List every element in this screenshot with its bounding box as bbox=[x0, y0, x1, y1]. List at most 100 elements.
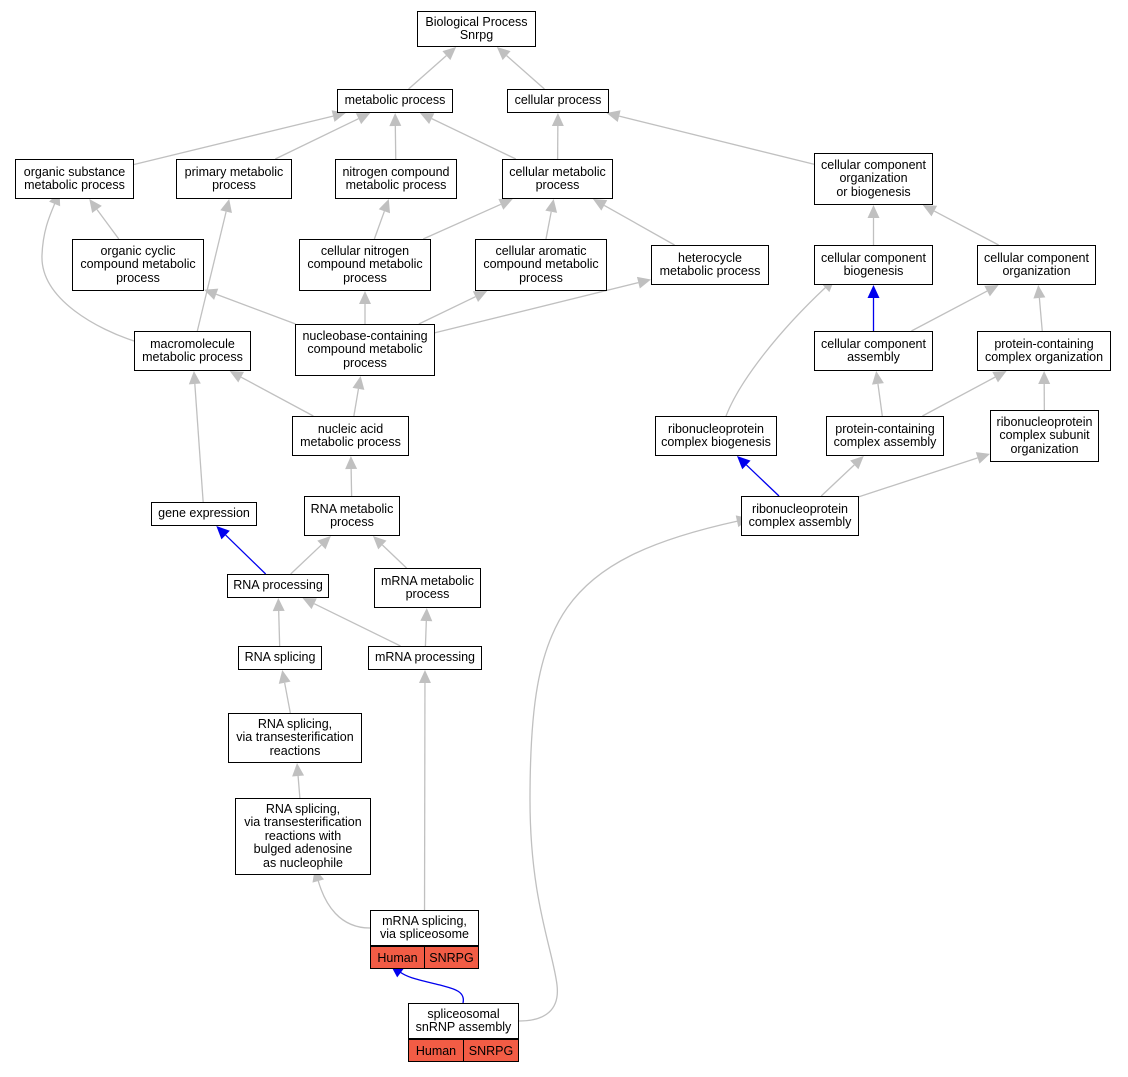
node-organic-substance-metabolic-process[interactable]: organic substance metabolic process bbox=[15, 159, 134, 199]
node-rna-splicing-bulged-adenosine[interactable]: RNA splicing, via transesterification re… bbox=[235, 798, 371, 875]
edge-arrowhead bbox=[89, 199, 102, 213]
node-cellular-component-organization[interactable]: cellular component organization bbox=[977, 245, 1096, 285]
edge-cc-org-biogenesis-to-cellular bbox=[619, 116, 814, 164]
edge-arrowhead bbox=[220, 199, 232, 213]
edge-nucleic-acid-to-macromolecule bbox=[241, 377, 313, 416]
node-spliceosomal-snrnp-assembly[interactable]: spliceosomal snRNP assembly bbox=[408, 1003, 519, 1039]
edge-arrowhead bbox=[345, 456, 357, 469]
edge-arrowhead bbox=[872, 371, 884, 385]
node-mrna-processing[interactable]: mRNA processing bbox=[368, 646, 482, 670]
edge-arrowhead bbox=[868, 285, 880, 298]
edge-cellular-aromatic-to-cellular-metabolic bbox=[546, 212, 551, 239]
node-cellular-nitrogen-compound-metabolic-process[interactable]: cellular nitrogen compound metabolic pro… bbox=[299, 239, 431, 291]
edge-protein-complex-assembly-to-protein-complex-org bbox=[922, 377, 995, 416]
edge-arrowhead bbox=[353, 376, 365, 390]
node-nucleobase-containing-compound-metabolic-process[interactable]: nucleobase-containing compound metabolic… bbox=[295, 324, 435, 376]
annotation-row-mrna-splicing: Human SNRPG bbox=[370, 946, 479, 969]
edge-arrowhead bbox=[292, 763, 304, 776]
edge-snrnp-assembly-to-mrna-splicing bbox=[400, 972, 463, 1003]
node-protein-containing-complex-assembly[interactable]: protein-containing complex assembly bbox=[826, 416, 944, 456]
node-rna-metabolic-process[interactable]: RNA metabolic process bbox=[304, 496, 400, 536]
gene-tag: SNRPG bbox=[463, 1040, 518, 1061]
species-tag: Human bbox=[371, 947, 424, 968]
node-ribonucleoprotein-complex-subunit-organization[interactable]: ribonucleoprotein complex subunit organi… bbox=[990, 410, 1099, 462]
edge-cellular-nitrogen-to-nitrogen-compound bbox=[374, 211, 384, 239]
node-ribonucleoprotein-complex-biogenesis[interactable]: ribonucleoprotein complex biogenesis bbox=[655, 416, 777, 456]
edge-cc-organization-to-cc-org-biogenesis bbox=[934, 211, 998, 245]
edge-arrowhead bbox=[419, 670, 431, 683]
node-mrna-splicing-via-spliceosome[interactable]: mRNA splicing, via spliceosome bbox=[370, 910, 479, 946]
edge-rnp-assembly-to-rnp-biogenesis bbox=[746, 465, 779, 496]
edge-organic-substance-to-metabolic bbox=[134, 116, 333, 164]
edge-nucleic-acid-to-nucleobase bbox=[354, 389, 359, 416]
edge-organic-cyclic-to-organic-substance bbox=[97, 209, 119, 239]
edge-cellular-nitrogen-to-cellular-metabolic bbox=[423, 204, 501, 239]
edge-arrowhead bbox=[1033, 285, 1045, 298]
node-ribonucleoprotein-complex-assembly[interactable]: ribonucleoprotein complex assembly bbox=[741, 496, 859, 536]
node-cellular-metabolic-process[interactable]: cellular metabolic process bbox=[502, 159, 613, 199]
node-primary-metabolic-process[interactable]: primary metabolic process bbox=[176, 159, 292, 199]
edge-cc-assembly-to-cc-organization bbox=[911, 291, 987, 331]
edge-arrowhead bbox=[273, 598, 285, 611]
node-organic-cyclic-compound-metabolic-process[interactable]: organic cyclic compound metabolic proces… bbox=[72, 239, 204, 291]
edge-protein-complex-assembly-to-cc-assembly bbox=[878, 384, 882, 416]
edge-rna-processing-to-rna-metabolic bbox=[291, 545, 322, 574]
edge-protein-complex-org-to-cc-organization bbox=[1039, 298, 1042, 331]
node-rna-splicing-via-transesterification[interactable]: RNA splicing, via transesterification re… bbox=[228, 713, 362, 763]
node-biological-process[interactable]: Biological Process Snrpg bbox=[417, 11, 536, 47]
edge-arrowhead bbox=[279, 670, 291, 684]
node-cellular-component-organization-or-biogenesis[interactable]: cellular component organization or bioge… bbox=[814, 153, 933, 205]
edge-rna-splicing-trans-to-rna-splicing bbox=[285, 683, 291, 713]
edge-mrna-splicing-to-rna-splicing-bulged bbox=[318, 880, 370, 928]
edge-rnp-assembly-to-protein-complex-assembly bbox=[821, 465, 854, 496]
node-cellular-component-biogenesis[interactable]: cellular component biogenesis bbox=[814, 245, 933, 285]
species-tag: Human bbox=[409, 1040, 463, 1061]
node-nucleic-acid-metabolic-process[interactable]: nucleic acid metabolic process bbox=[292, 416, 409, 456]
edge-mrna-metabolic-to-rna-metabolic bbox=[382, 545, 406, 568]
edge-rnp-biogenesis-to-cc-biogenesis bbox=[726, 287, 826, 416]
gene-tag: SNRPG bbox=[424, 947, 478, 968]
edge-nucleobase-to-organic-cyclic bbox=[216, 294, 295, 324]
node-heterocycle-metabolic-process[interactable]: heterocycle metabolic process bbox=[651, 245, 769, 285]
node-cellular-component-assembly[interactable]: cellular component assembly bbox=[814, 331, 933, 371]
edge-heterocycle-to-cellular-metabolic bbox=[604, 205, 674, 245]
node-macromolecule-metabolic-process[interactable]: macromolecule metabolic process bbox=[134, 331, 251, 371]
node-protein-containing-complex-organization[interactable]: protein-containing complex organization bbox=[977, 331, 1111, 371]
edge-arrowhead bbox=[189, 371, 201, 384]
edge-arrowhead bbox=[976, 452, 990, 463]
edge-arrowhead bbox=[992, 371, 1006, 382]
edge-arrowhead bbox=[637, 277, 651, 289]
edge-arrowhead bbox=[420, 608, 432, 621]
edge-mrna-processing-to-rna-processing bbox=[314, 604, 400, 646]
node-nitrogen-compound-metabolic-process[interactable]: nitrogen compound metabolic process bbox=[335, 159, 457, 199]
edge-cellular-metabolic-to-metabolic bbox=[432, 119, 516, 159]
edge-arrowhead bbox=[389, 113, 401, 126]
edge-arrowhead bbox=[1038, 371, 1050, 384]
edge-primary-metabolic-to-metabolic bbox=[275, 119, 358, 159]
node-metabolic-process[interactable]: metabolic process bbox=[337, 89, 453, 113]
edge-nucleobase-to-cellular-aromatic bbox=[419, 297, 476, 324]
edge-arrowhead bbox=[552, 113, 564, 126]
node-gene-expression[interactable]: gene expression bbox=[151, 502, 257, 526]
edge-arrowhead bbox=[230, 371, 244, 382]
edge-arrowhead bbox=[545, 199, 557, 213]
node-cellular-process[interactable]: cellular process bbox=[507, 89, 609, 113]
node-rna-processing[interactable]: RNA processing bbox=[227, 574, 329, 598]
edge-rna-metabolic-to-nucleic-acid bbox=[351, 469, 352, 496]
edge-mrna-processing-to-mrna-metabolic bbox=[425, 621, 426, 646]
edge-snrnp-assembly-to-rnp-assembly bbox=[519, 521, 738, 1021]
edge-metabolic-to-bp bbox=[409, 56, 447, 89]
edge-gene-expression-to-macromolecule bbox=[195, 384, 203, 502]
edge-arrowhead bbox=[593, 199, 607, 211]
annotation-row-snrnp-assembly: Human SNRPG bbox=[408, 1039, 519, 1062]
edge-rnp-assembly-to-rnp-subunit-org bbox=[859, 458, 978, 497]
edge-rna-splicing-to-rna-processing bbox=[279, 611, 280, 646]
edge-rna-splicing-bulged-to-rna-splicing-trans bbox=[298, 776, 300, 798]
edge-rna-processing-to-gene-expression bbox=[226, 535, 266, 574]
node-rna-splicing[interactable]: RNA splicing bbox=[238, 646, 322, 670]
node-mrna-metabolic-process[interactable]: mRNA metabolic process bbox=[374, 568, 481, 608]
edge-arrowhead bbox=[868, 205, 880, 218]
node-cellular-aromatic-compound-metabolic-process[interactable]: cellular aromatic compound metabolic pro… bbox=[475, 239, 607, 291]
edge-cellular-to-bp bbox=[507, 56, 545, 89]
